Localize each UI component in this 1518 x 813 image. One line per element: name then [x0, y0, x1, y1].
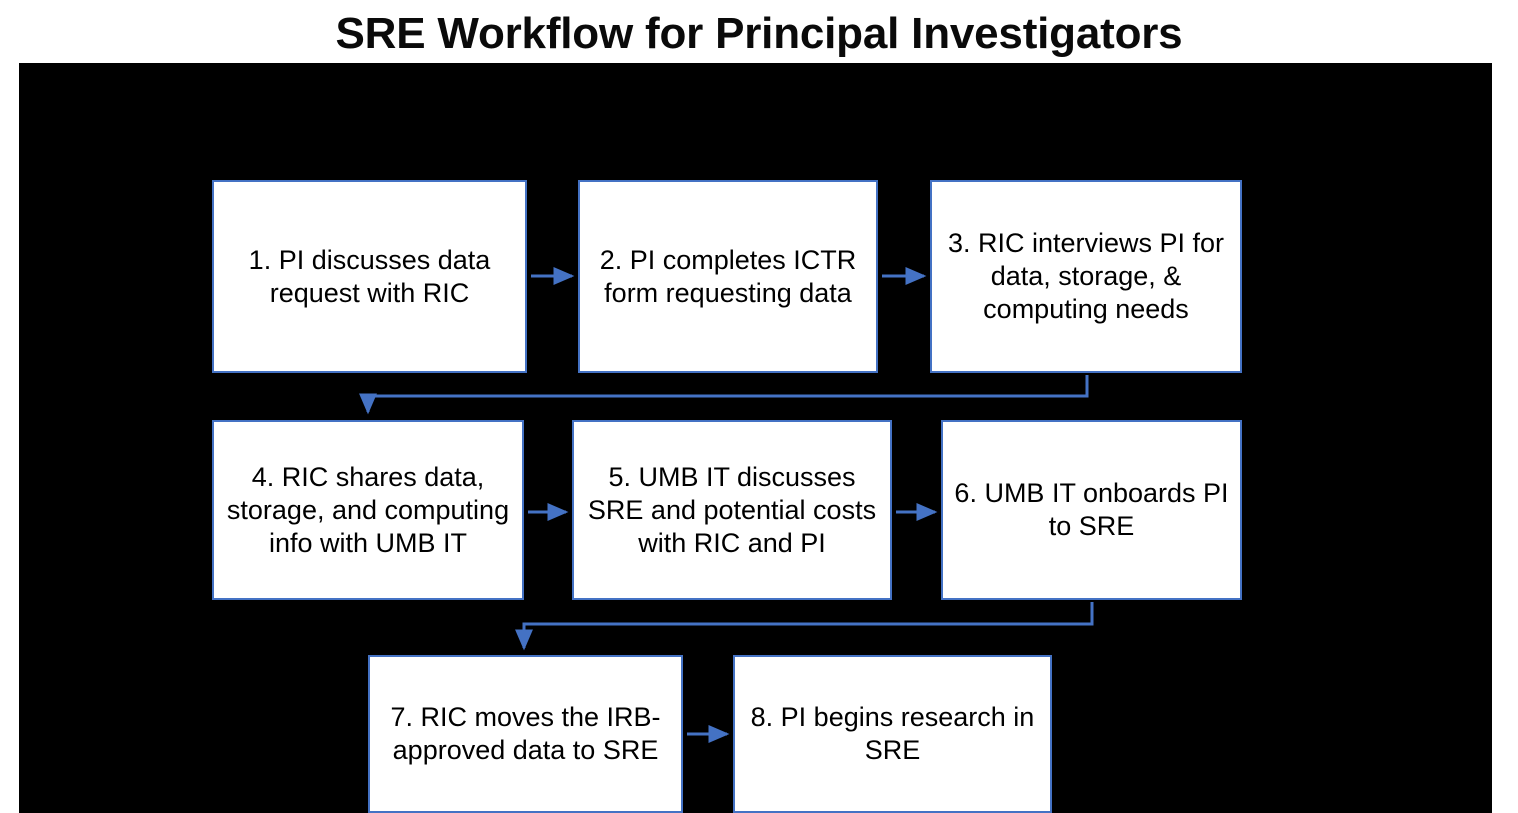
flow-node-1[interactable]: 1. PI discusses data request with RIC	[212, 180, 527, 373]
flow-node-6-label: 6. UMB IT onboards PI to SRE	[954, 478, 1229, 541]
flow-node-5-label: 5. UMB IT discusses SRE and potential co…	[587, 461, 877, 558]
flow-node-7-label: 7. RIC moves the IRB-approved data to SR…	[390, 702, 661, 765]
flow-node-5[interactable]: 5. UMB IT discusses SRE and potential co…	[572, 420, 892, 600]
flow-node-8-label: 8. PI begins research in SRE	[750, 702, 1035, 765]
flow-node-2[interactable]: 2. PI completes ICTR form requesting dat…	[578, 180, 878, 373]
flow-node-1-label: 1. PI discusses data request with RIC	[248, 244, 491, 308]
flow-node-3[interactable]: 3. RIC interviews PI for data, storage, …	[930, 180, 1242, 373]
flow-node-4[interactable]: 4. RIC shares data, storage, and computi…	[212, 420, 524, 600]
page-title: SRE Workflow for Principal Investigators	[335, 9, 1183, 58]
flow-node-3-label: 3. RIC interviews PI for data, storage, …	[947, 228, 1225, 324]
flow-node-2-label: 2. PI completes ICTR form requesting dat…	[599, 244, 857, 308]
flow-node-7[interactable]: 7. RIC moves the IRB-approved data to SR…	[368, 655, 683, 813]
flow-node-4-label: 4. RIC shares data, storage, and computi…	[226, 461, 510, 558]
flow-node-8[interactable]: 8. PI begins research in SRE	[733, 655, 1052, 813]
flow-node-6[interactable]: 6. UMB IT onboards PI to SRE	[941, 420, 1242, 600]
